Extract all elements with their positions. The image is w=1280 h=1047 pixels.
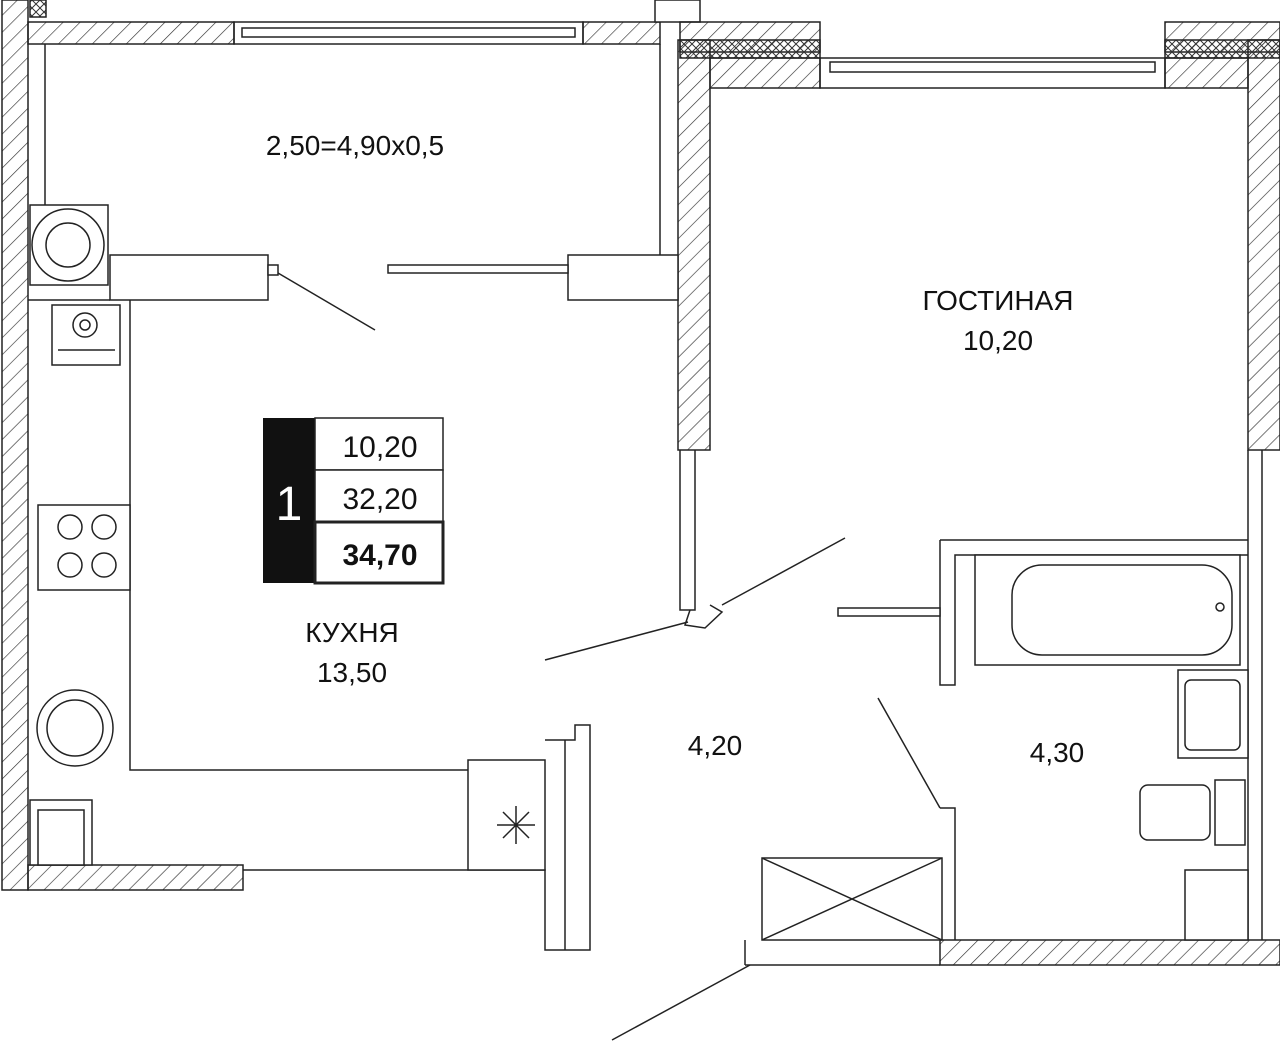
kitchen-name: КУХНЯ [305,617,399,648]
fridge-icon [467,759,546,871]
total-area-value: 32,20 [342,483,417,516]
sink-icon [36,689,114,767]
balcony-label: 2,50=4,90x0,5 [266,130,444,161]
boiler-icon [51,304,121,366]
living-area-value: 10,20 [342,431,417,464]
stove-icon [37,504,131,591]
hallway-area: 4,20 [688,730,743,761]
interior-lines [28,44,1263,1041]
kitchen-area: 13,50 [317,657,387,688]
ventilation-shaft-icon [761,857,943,941]
walls [1,0,1280,966]
washbasin-icon [1177,669,1249,759]
washing-machine-icon [29,204,109,286]
bathtub-icon [837,539,1248,686]
windows [233,21,1166,89]
toilet-icon [1139,779,1246,846]
bathroom-area: 4,30 [1030,737,1085,768]
room-count: 1 [276,478,303,531]
area-badge: 1 10,20 32,20 34,70 [263,417,445,585]
total-with-balcony-value: 34,70 [342,539,417,572]
living-room-area: 10,20 [963,325,1033,356]
living-room-name: ГОСТИНАЯ [922,285,1073,316]
